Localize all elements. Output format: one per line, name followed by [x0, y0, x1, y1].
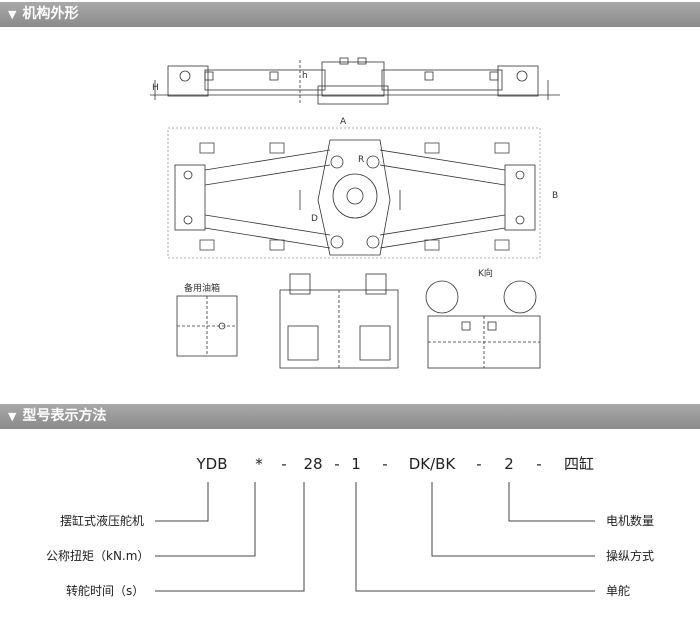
dim-H: H: [152, 83, 159, 93]
mechanism-drawing: H h A B R D K向 备用油箱: [150, 57, 560, 369]
code-part: YDB: [195, 455, 227, 473]
label-motor-count: 电机数量: [606, 513, 654, 528]
pump-unit-side: [425, 280, 541, 369]
dim-D: D: [311, 214, 318, 224]
label-torque: 公称扭矩（kN.m）: [46, 549, 149, 563]
code-part: -: [281, 455, 286, 473]
view-K: K向: [478, 267, 493, 279]
section-title: 型号表示方法: [22, 408, 107, 424]
code-part: 1: [351, 455, 361, 473]
code-part: 2: [504, 455, 514, 473]
code-part: -: [476, 455, 481, 473]
code-part: -: [334, 455, 339, 473]
spare-tank-label: 备用油箱: [184, 282, 220, 294]
dim-B: B: [552, 191, 558, 201]
section-header-outline: ▼ 机构外形: [0, 2, 700, 27]
triangle-down-icon: ▼: [8, 410, 17, 423]
dim-R: R: [358, 155, 364, 165]
label-single-rudder: 单舵: [606, 583, 630, 598]
section-title: 机构外形: [22, 6, 79, 22]
side-elevation: [150, 57, 560, 105]
label-time: 转舵时间（s）: [66, 583, 144, 598]
code-part: *: [255, 455, 263, 473]
code-part: DK/BK: [409, 455, 457, 473]
section-header-model: ▼ 型号表示方法: [0, 404, 700, 429]
triangle-down-icon: ▼: [8, 8, 17, 21]
label-type: 摆缸式液压舵机: [60, 513, 144, 528]
pump-unit-front: [279, 273, 399, 369]
code-part: -: [536, 455, 541, 473]
plan-view: [167, 127, 541, 259]
dim-h: h: [302, 71, 308, 81]
code-part: 四缸: [564, 455, 594, 473]
model-code-diagram: YDB * - 28 - 1 - DK/BK - 2 - 四缸 摆缸式液压舵机 …: [46, 455, 654, 598]
spare-tank-view: [176, 295, 238, 357]
code-part: 28: [303, 455, 322, 473]
dim-A: A: [340, 117, 347, 127]
label-control: 操纵方式: [606, 548, 654, 563]
code-part: -: [382, 455, 387, 473]
